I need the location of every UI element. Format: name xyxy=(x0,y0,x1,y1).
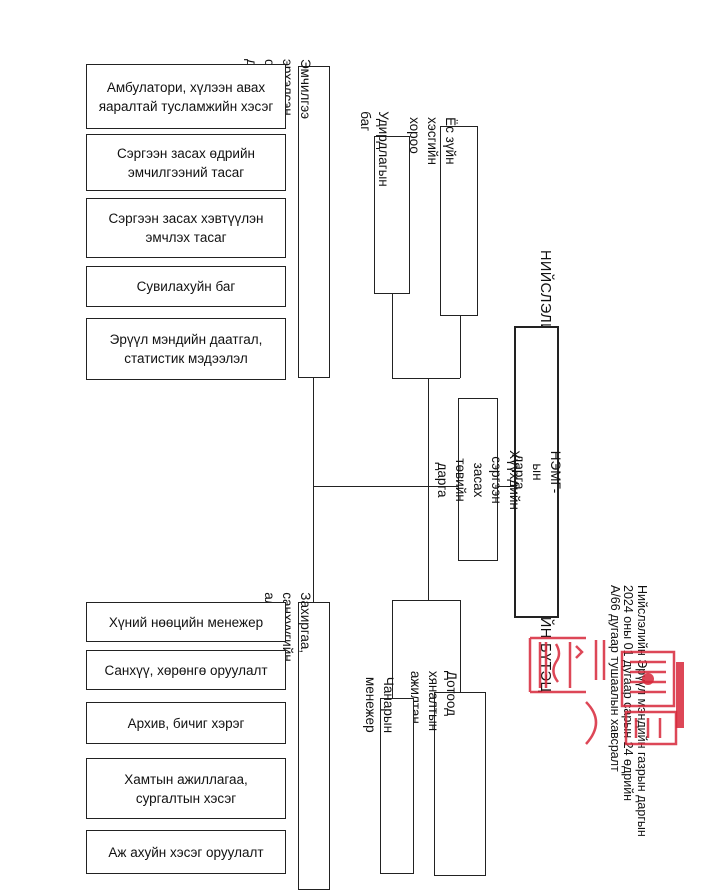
admin-unit-5: Аж ахуйн хэсэг оруулалт xyxy=(86,830,286,874)
clinical-unit-4: Сувилахуйн баг xyxy=(86,266,286,307)
internal-audit-label: Дотоод хяналтын ажилтан xyxy=(408,670,459,732)
admin-unit-2: Санхүү, хөрөнгө оруулалт xyxy=(86,650,286,690)
clinical-unit-3: Сэргээн засах хэвтүүлэн эмчлэх тасаг xyxy=(86,198,286,258)
admin-unit-4-label: Хамтын ажиллагаа, сургалтын хэсэг xyxy=(124,771,248,806)
center-head-box: Хүүхдийн сэргээн засах төвийн дарга xyxy=(435,398,522,561)
clinical-stem xyxy=(313,378,315,602)
ethics-committee-box: Ёс зүйн хэсгийн хороо xyxy=(407,117,478,316)
quality-link xyxy=(392,600,394,698)
quality-manager-label: Чанарын менежер xyxy=(363,676,396,734)
clinical-unit-1: Амбулатори, хүлээн авах яаралтай тусламж… xyxy=(86,64,286,129)
internal-audit-box: Дотоод хяналтын ажилтан xyxy=(408,671,486,876)
top-branch-line xyxy=(392,378,460,380)
clinical-unit-5: Эрүүл мэндийн даатгал, статистик мэдээлэ… xyxy=(86,318,286,380)
bottom-branch-line xyxy=(392,600,460,602)
clinical-unit-5-label: Эрүүл мэндийн даатгал, статистик мэдээлэ… xyxy=(109,332,263,366)
approval-stamp-icon xyxy=(528,636,684,746)
clinical-unit-4-label: Сувилахуйн баг xyxy=(136,279,236,294)
head-link xyxy=(498,486,515,488)
admin-unit-4: Хамтын ажиллагаа, сургалтын хэсэг xyxy=(86,758,286,819)
audit-link xyxy=(460,600,462,692)
center-head-label: Хүүхдийн сэргээн засах төвийн дарга xyxy=(435,449,522,510)
admin-finance-box: Захиргаа, санхүүгийн алба xyxy=(262,592,330,890)
spine-line xyxy=(313,486,498,488)
bottom-branch-stem xyxy=(428,486,430,600)
management-link xyxy=(392,294,394,378)
admin-unit-2-label: Санхүү, хөрөнгө оруулалт xyxy=(104,662,268,678)
top-branch-stem xyxy=(428,378,430,486)
admin-unit-1-label: Хүний нөөцийн менежер xyxy=(108,614,264,630)
admin-unit-1: Хүний нөөцийн менежер xyxy=(86,602,286,642)
director-box: НЭМГ-ын дарга xyxy=(512,326,563,618)
admin-unit-3-label: Архив, бичиг хэрэг xyxy=(127,715,245,731)
management-team-label: Удирдлагын баг xyxy=(358,111,391,187)
clinical-unit-2: Сэргээн засах өдрийн эмчилгээний тасаг xyxy=(86,134,286,191)
quality-manager-box: Чанарын менежер xyxy=(363,677,414,874)
clinical-unit-3-label: Сэргээн засах хэвтүүлэн эмчлэх тасаг xyxy=(108,211,264,245)
ethics-committee-label: Ёс зүйн хэсгийн хороо xyxy=(407,117,458,165)
clinical-unit-2-label: Сэргээн засах өдрийн эмчилгээний тасаг xyxy=(117,145,255,180)
management-team-box: Удирдлагын баг xyxy=(358,111,410,294)
clinical-unit-1-label: Амбулатори, хүлээн авах яаралтай тусламж… xyxy=(98,79,274,114)
admin-unit-5-label: Аж ахуйн хэсэг оруулалт xyxy=(108,844,264,860)
clinical-deputy-box: Эмчилгээ эрхэлсэн орлогч дарга xyxy=(244,59,330,378)
ethics-link xyxy=(460,316,462,378)
admin-unit-3: Архив, бичиг хэрэг xyxy=(86,702,286,744)
